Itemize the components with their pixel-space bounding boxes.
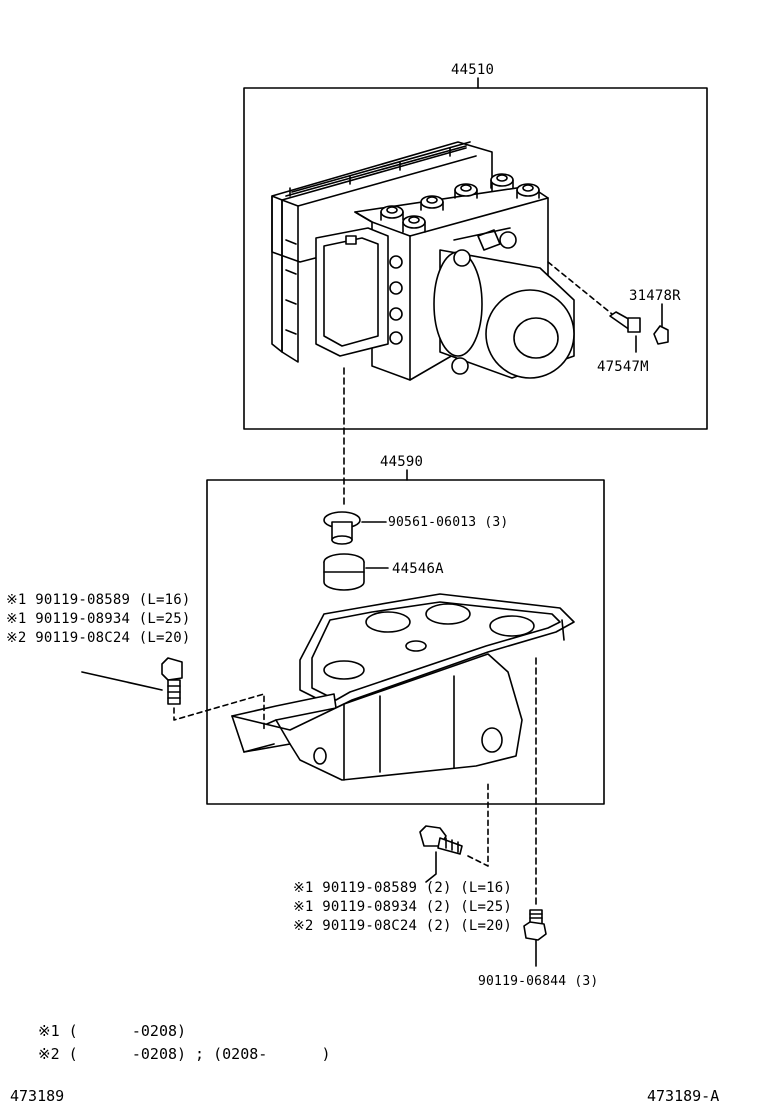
label-90561-06013: 90561-06013 (3) (388, 515, 509, 530)
label-47547m: 47547M (597, 359, 649, 375)
left-bolt-label: ※1 90119-08934 (L=25) (6, 611, 191, 627)
abs-actuator-frame (243, 87, 708, 430)
bracket-frame (206, 479, 605, 805)
lower-bolt-label: ※2 90119-08C24 (2) (L=20) (293, 918, 513, 934)
diagram-id-left: 473189 (10, 1087, 65, 1105)
mounting-bracket (231, 593, 575, 781)
lower-bolt-label: ※1 90119-08589 (2) (L=16) (293, 880, 513, 896)
note-1: ※1 ( -0208) (38, 1022, 187, 1040)
lower-bolt (419, 781, 489, 883)
left-bolt-label: ※1 90119-08589 (L=16) (6, 592, 191, 608)
flange-nut (523, 657, 547, 967)
left-bolt-label: ※2 90119-08C24 (L=20) (6, 630, 191, 646)
abs-actuator-unit (271, 141, 575, 381)
lower-bolt-label: ※1 90119-08934 (2) (L=25) (293, 899, 513, 915)
label-90119-06844: 90119-06844 (3) (478, 974, 599, 989)
label-44546a: 44546A (392, 561, 444, 577)
label-44590: 44590 (380, 454, 424, 470)
label-44510: 44510 (451, 62, 495, 78)
bleeder-plug (547, 261, 669, 353)
diagram-id-right: 473189-A (647, 1087, 720, 1105)
collar-part (323, 511, 387, 545)
note-2: ※2 ( -0208) ; (0208- ) (38, 1045, 331, 1063)
grommet-part (323, 553, 389, 591)
label-31478r: 31478R (629, 288, 681, 304)
left-bolt (81, 657, 265, 731)
